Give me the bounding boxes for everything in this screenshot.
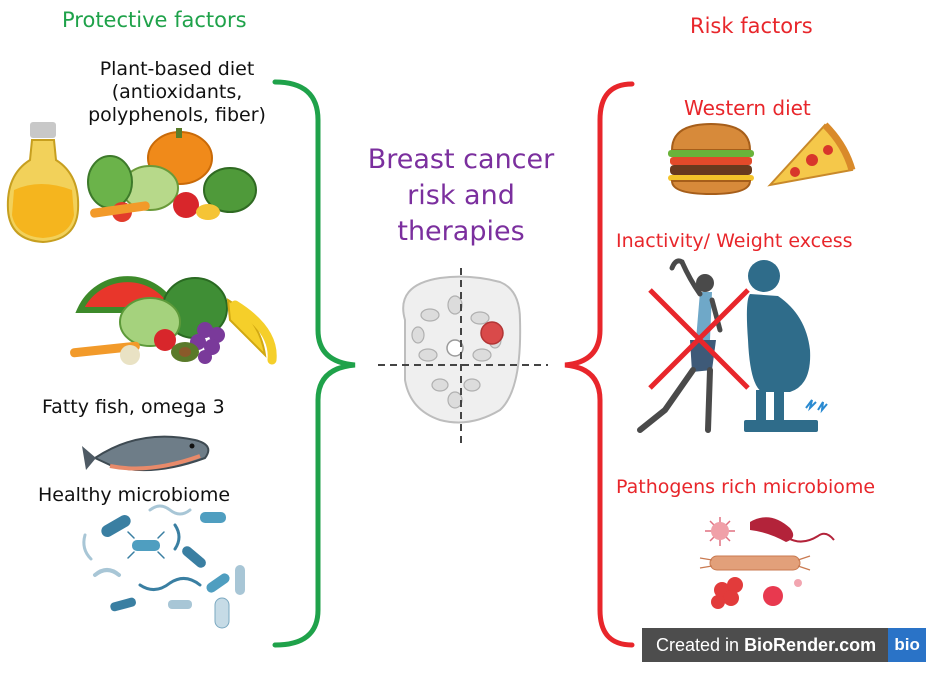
fruits-icon xyxy=(70,276,277,365)
plant-diet-line-3: polyphenols, fiber) xyxy=(88,104,266,126)
healthy-microbiome-label: Healthy microbiome xyxy=(38,484,231,506)
obese-person-scale-icon xyxy=(744,260,828,432)
risk-brace xyxy=(564,81,635,648)
fatty-fish-label: Fatty fish, omega 3 xyxy=(42,396,225,418)
badge-text: Created in BioRender.com xyxy=(642,635,888,656)
center-title-line-3: therapies xyxy=(397,216,525,247)
biorender-badge: Created in BioRender.com bio xyxy=(642,628,927,662)
badge-brand: BioRender.com xyxy=(744,634,877,655)
plant-based-diet-label: Plant-based diet (antioxidants, polyphen… xyxy=(82,58,272,127)
center-title-line-1: Breast cancer xyxy=(367,144,555,175)
pathogen-microbes-icon xyxy=(699,517,835,609)
pathogens-microbiome-label: Pathogens rich microbiome xyxy=(616,476,876,498)
exercising-person-icon xyxy=(637,258,750,433)
badge-prefix: Created in xyxy=(656,634,745,655)
fish-icon xyxy=(82,435,210,472)
bacteria-icon xyxy=(82,504,245,629)
plant-diet-line-1: Plant-based diet xyxy=(99,58,255,80)
breast-tissue-icon xyxy=(378,268,548,448)
center-title-line-2: risk and xyxy=(407,180,515,211)
burger-icon xyxy=(668,122,754,196)
western-diet-label: Western diet xyxy=(684,96,811,120)
protective-factors-heading: Protective factors xyxy=(62,8,247,32)
vegetables-icon xyxy=(87,128,257,222)
plant-diet-line-2: (antioxidants, xyxy=(111,81,243,103)
pizza-icon xyxy=(767,122,856,187)
biorender-logo: bio xyxy=(888,628,927,662)
inactivity-weight-label: Inactivity/ Weight excess xyxy=(616,230,853,252)
protective-brace xyxy=(272,79,356,648)
center-title: Breast cancer risk and therapies xyxy=(341,142,581,250)
oil-bottle-icon xyxy=(6,122,80,244)
risk-factors-heading: Risk factors xyxy=(690,14,813,38)
